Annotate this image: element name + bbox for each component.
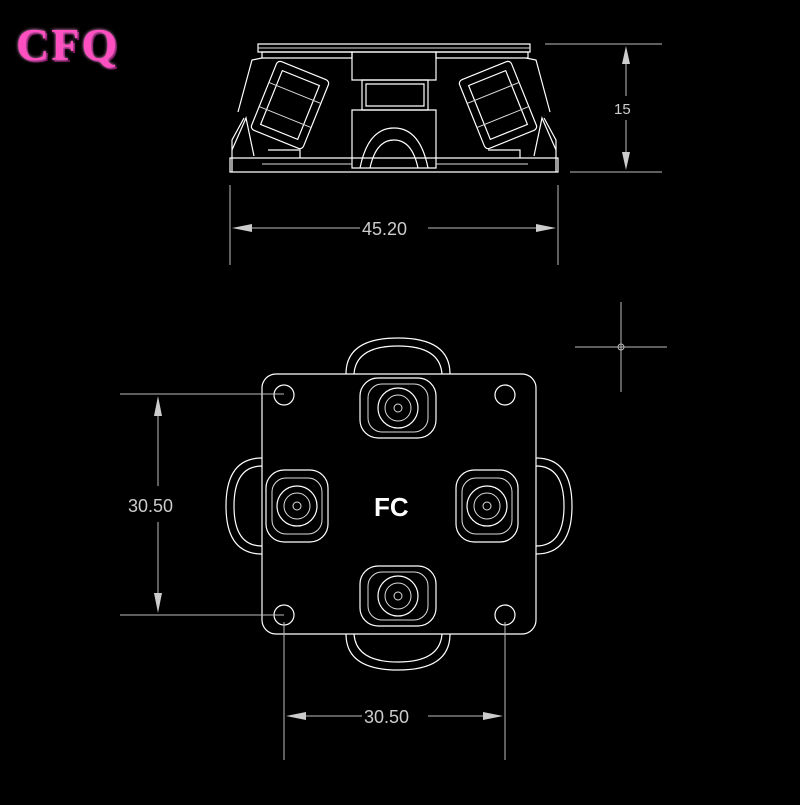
mount-hole-top-left bbox=[273, 384, 295, 406]
brand-logo: CFQ bbox=[16, 19, 120, 70]
vertical-spacing-dimension: 30.50 bbox=[120, 393, 284, 616]
horizontal-spacing-dimension: 30.50 bbox=[283, 622, 506, 760]
flight-controller-board bbox=[261, 373, 537, 635]
grommet-top bbox=[359, 377, 437, 439]
grommet-right bbox=[455, 469, 519, 543]
width-label: 45.20 bbox=[362, 219, 407, 239]
grommet-bottom bbox=[359, 565, 437, 627]
height-label: 15 bbox=[614, 101, 631, 118]
board-label: FC bbox=[374, 492, 409, 522]
side-view bbox=[229, 43, 559, 173]
width-dimension: 45.20 bbox=[229, 185, 559, 265]
crosshair-marker bbox=[575, 302, 667, 392]
mount-hole-top-right bbox=[494, 384, 516, 406]
grommet-left bbox=[265, 469, 329, 543]
vertical-spacing-label: 30.50 bbox=[128, 496, 173, 516]
height-dimension: 15 bbox=[545, 43, 662, 173]
horizontal-spacing-label: 30.50 bbox=[364, 707, 409, 727]
top-view: FC bbox=[225, 337, 573, 671]
